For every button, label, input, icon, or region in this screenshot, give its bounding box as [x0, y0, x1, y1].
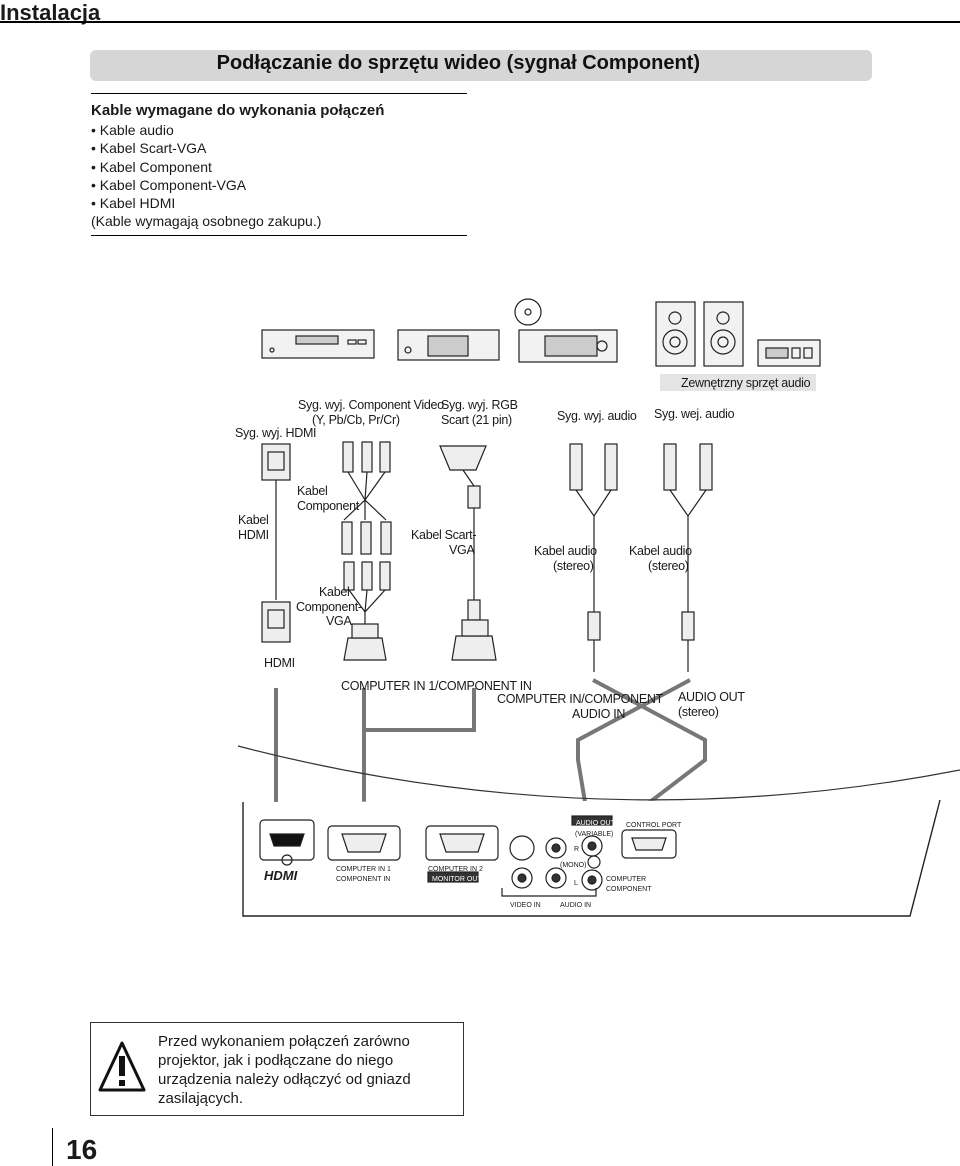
scart-cable-label-2: VGA — [449, 543, 475, 557]
requirement-item: • Kabel Component — [91, 158, 212, 175]
computer-in-1-label: COMPUTER IN 1/COMPONENT IN — [341, 679, 532, 693]
speaker-icon — [655, 301, 744, 367]
warning-box — [90, 1022, 464, 1116]
component-out-sub-label: (Y, Pb/Cb, Pr/Cr) — [312, 413, 400, 427]
panel-r: R — [574, 846, 580, 853]
requirements-heading: Kable wymagane do wykonania połączeń — [91, 102, 385, 119]
control-port-icon — [621, 829, 677, 859]
hdmi-cable-label: Kabel — [238, 513, 269, 527]
panel-l: L — [574, 880, 578, 887]
computer-in-1-port-icon — [327, 825, 401, 861]
projector-panel — [242, 799, 941, 917]
hdmi-device-icon — [261, 329, 375, 359]
hdmi-port-icon — [259, 819, 315, 866]
external-audio-label: Zewnętrzny sprzęt audio — [681, 376, 811, 390]
header-rule — [0, 21, 960, 23]
amplifier-icon — [757, 339, 821, 367]
projector-body-edge — [237, 745, 960, 801]
audio-cable-1-label: Kabel audio — [534, 544, 597, 558]
rgb-out-sub-label: Scart (21 pin) — [441, 413, 512, 427]
audio-cable-2-label-2: (stereo) — [648, 559, 689, 573]
warning-icon — [98, 1041, 146, 1092]
requirements-note: (Kable wymagają osobnego zakupu.) — [91, 213, 322, 230]
hdmi-out-label: Syg. wyj. HDMI — [235, 426, 317, 440]
component-cable-label: Kabel — [297, 484, 328, 498]
component-out-label: Syg. wyj. Component Video — [298, 398, 444, 412]
panel-control-port: CONTROL PORT — [626, 822, 682, 829]
audio-out-label: Syg. wyj. audio — [557, 409, 637, 423]
warning-text: Przed wykonaniem połączeń zarówno projek… — [158, 1033, 411, 1107]
panel-audio-in: AUDIO IN — [560, 902, 592, 909]
panel-component: COMPONENT — [606, 886, 652, 893]
computer-audio-in-label: COMPUTER IN/COMPONENT — [497, 692, 663, 706]
component-vga-cable-label: Kabel — [319, 585, 350, 599]
page-number-rule — [52, 1128, 53, 1166]
requirements-list: • Kable audio • Kabel Scart-VGA • Kabel … — [91, 121, 321, 231]
scart-vga-cable — [439, 445, 497, 661]
requirement-item: • Kabel Scart-VGA — [91, 140, 207, 157]
audio-cable-2-label: Kabel audio — [629, 544, 692, 558]
panel-computer-in-2: COMPUTER IN 2 — [428, 866, 483, 873]
hdmi-cable — [261, 443, 291, 643]
component-device-icon — [397, 329, 500, 361]
audio-in-label: Syg. wej. audio — [654, 407, 735, 421]
rgb-device-icon — [518, 329, 618, 363]
component-cable — [341, 441, 392, 555]
page-header-title: Instalacja — [0, 0, 101, 25]
panel-audio-out: AUDIO OUT — [576, 820, 615, 827]
panel-computer: COMPUTER — [606, 876, 647, 883]
audio-cable-1 — [569, 443, 618, 672]
av-ports-icon — [501, 815, 613, 897]
component-cable-label-2: Component — [297, 499, 359, 513]
scart-cable-label: Kabel Scart- — [411, 528, 477, 542]
external-audio-bar — [660, 374, 816, 391]
component-vga-cable-label-2: Component- — [296, 600, 362, 614]
audio-out-port-label-2: (stereo) — [678, 705, 719, 719]
requirements-box — [91, 93, 467, 236]
hdmi-logo: HDMI — [264, 868, 298, 883]
hdmi-cable-label-2: HDMI — [238, 528, 269, 542]
section-title-bar — [90, 50, 872, 81]
rgb-out-label: Syg. wyj. RGB — [441, 398, 518, 412]
page-number: 16 — [66, 1134, 98, 1165]
panel-mono: (MONO) — [560, 862, 587, 869]
panel-variable: (VARIABLE) — [575, 831, 614, 838]
computer-audio-in-label-2: AUDIO IN — [572, 707, 626, 721]
requirement-item: • Kabel HDMI — [91, 195, 176, 212]
hdmi-port-label: HDMI — [264, 656, 295, 670]
panel-monitor-out: MONITOR OUT — [432, 876, 482, 883]
component-vga-cable-label-3: VGA — [326, 614, 352, 628]
computer-in-2-port-icon — [425, 825, 499, 883]
disc-icon — [514, 298, 542, 326]
requirement-item: • Kable audio — [91, 122, 174, 138]
panel-computer-in-1: COMPUTER IN 1 — [336, 866, 391, 873]
requirement-item: • Kabel Component-VGA — [91, 176, 247, 193]
panel-video-in: VIDEO IN — [510, 902, 541, 909]
section-title: Podłączanie do sprzętu wideo (sygnał Com… — [216, 52, 700, 74]
audio-cable-2 — [663, 443, 713, 672]
component-vga-cable — [343, 561, 391, 661]
panel-component-in: COMPONENT IN — [336, 876, 391, 883]
audio-cable-1-label-2: (stereo) — [553, 559, 594, 573]
audio-out-port-label: AUDIO OUT — [678, 690, 745, 704]
